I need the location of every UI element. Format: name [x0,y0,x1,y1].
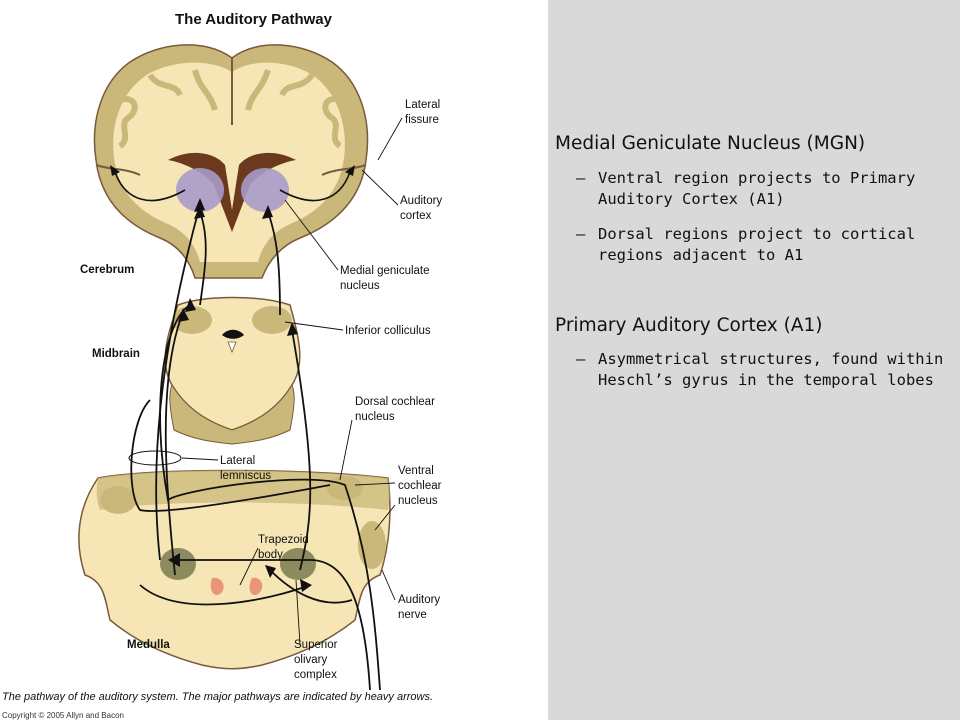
lateral-lemniscus-marker [128,450,182,466]
inferior-colliculus-right [252,306,292,334]
bullet-text: Asymmetrical structures, found within He… [598,350,944,389]
bullet-mgn-ventral: – Ventral region projects to Primary Aud… [576,168,958,210]
bullet-dash: – [576,225,586,243]
region-label-cerebrum: Cerebrum [80,264,134,276]
cerebrum-white-matter [113,62,345,262]
auditory-pathway-diagram: The Auditory Pathway Cerebrum [2,11,442,720]
notes-panel: Medial Geniculate Nucleus (MGN) – Ventra… [548,0,960,720]
region-label-midbrain: Midbrain [92,348,140,360]
olive-right [280,548,316,580]
mgn-left [176,168,224,212]
mgn-right [241,168,289,212]
auditory-pathway-figure: The Auditory Pathway Cerebrum [0,0,548,720]
figure-copyright: Copyright © 2005 Allyn and Bacon [2,711,124,720]
heading-a1: Primary Auditory Cortex (A1) [555,315,823,336]
medulla-section [78,469,391,670]
cerebrum-section [93,44,369,279]
bullet-text: Dorsal regions project to cortical regio… [598,225,916,264]
pathway-arrows [130,204,381,691]
figure-title: The Auditory Pathway [175,11,333,28]
heading-mgn: Medial Geniculate Nucleus (MGN) [555,133,866,154]
bullet-text: Ventral region projects to Primary Audit… [598,169,916,208]
trapezoid-left [210,577,224,596]
midbrain-section [164,296,301,445]
label-inferior-colliculus: Inferior colliculus [345,325,431,337]
figure-caption: The pathway of the auditory system. The … [2,691,433,703]
bullet-dash: – [576,169,586,187]
bullet-dash: – [576,350,586,368]
bullet-a1-asymmetry: – Asymmetrical structures, found within … [576,349,958,391]
cerebral-aqueduct [222,329,244,339]
leader-lines [181,117,403,646]
trapezoid-right [249,577,263,596]
arrowheads [168,198,312,592]
region-label-medulla: Medulla [127,639,170,651]
bullet-mgn-dorsal: – Dorsal regions project to cortical reg… [576,224,958,266]
